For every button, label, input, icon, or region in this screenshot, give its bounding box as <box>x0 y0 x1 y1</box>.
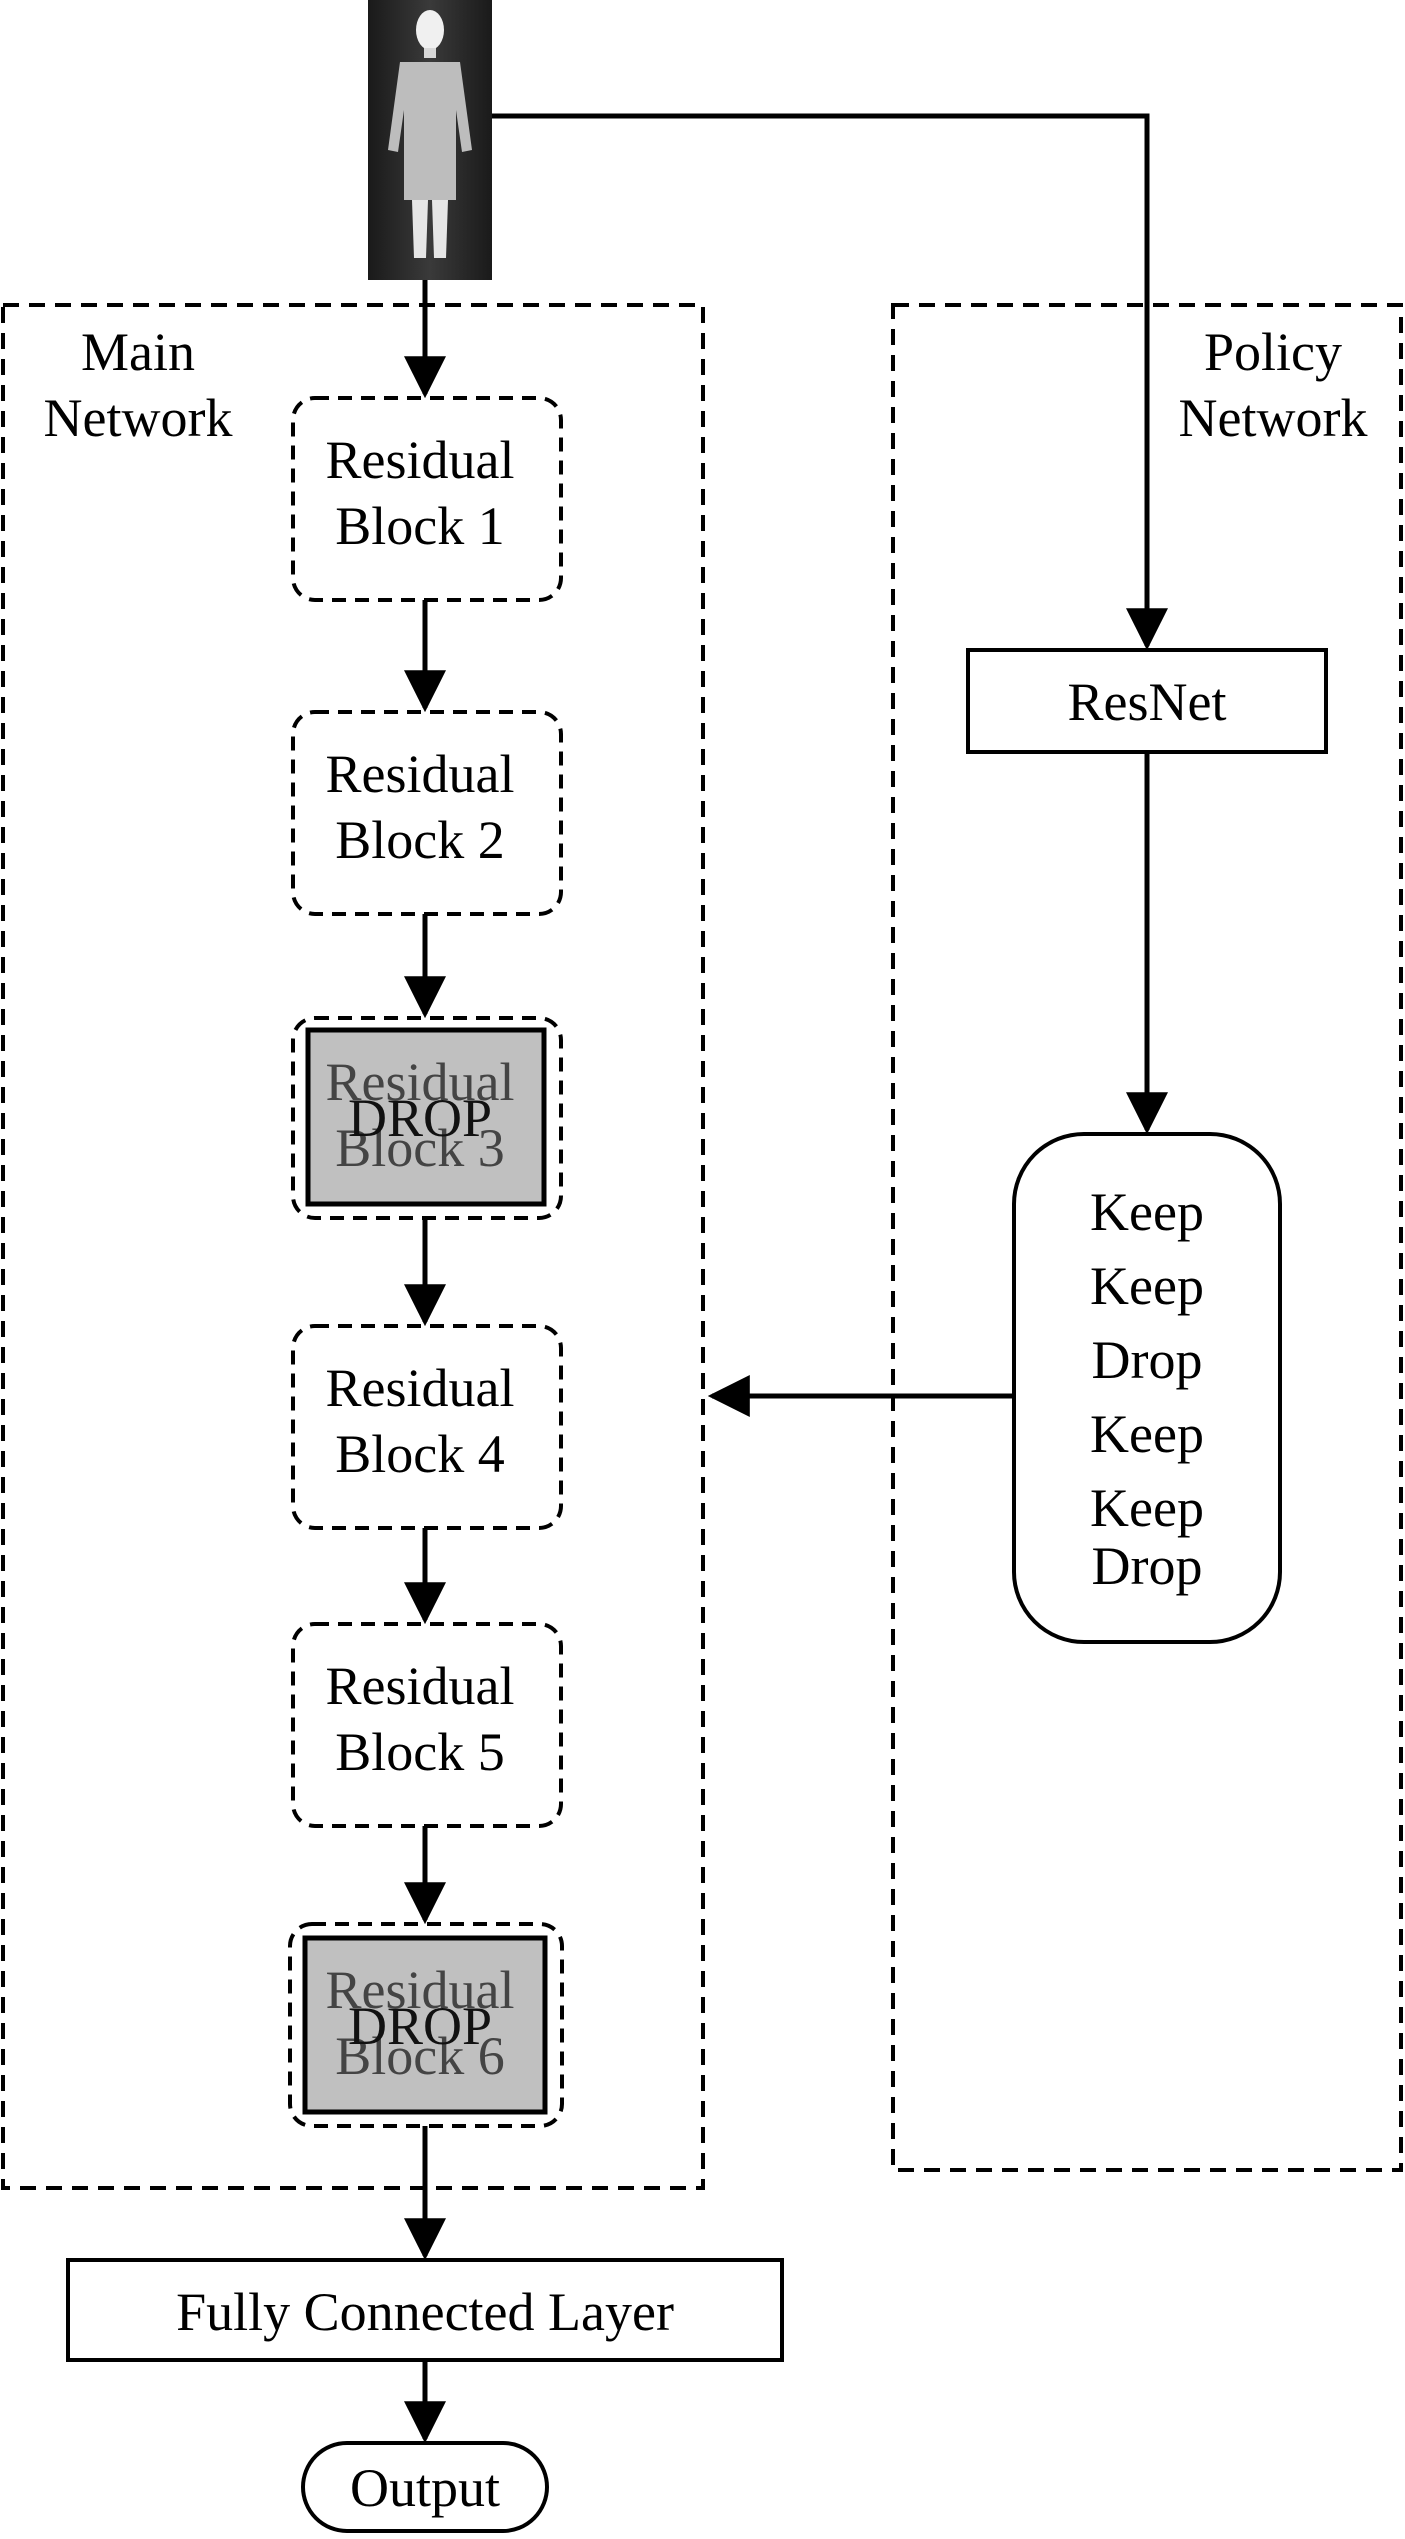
residual-block-5-line2: Block 5 <box>335 1722 505 1782</box>
policy-resnet-box: ResNet <box>966 648 1328 754</box>
main-network-container <box>1 303 705 2190</box>
fully-connected-layer: Fully Connected Layer <box>66 2258 784 2362</box>
input-image <box>368 0 492 280</box>
decision-1: Keep <box>1090 1182 1204 1242</box>
residual-block-5-line1: Residual <box>326 1656 515 1716</box>
decision-4: Keep <box>1090 1404 1204 1464</box>
residual-block-2-line2: Block 2 <box>335 810 505 870</box>
output-label: Output <box>350 2458 500 2518</box>
arrow-input-to-resnet <box>492 113 1168 651</box>
residual-block-4: Residual Block 4 <box>291 1324 563 1530</box>
policy-network-title-line2: Network <box>1179 388 1368 448</box>
residual-block-1-line1: Residual <box>326 430 515 490</box>
residual-block-5: Residual Block 5 <box>291 1622 563 1828</box>
output-node: Output <box>301 2441 549 2533</box>
residual-block-6-line2: Block 6 <box>335 2026 505 2086</box>
residual-block-3-dropped: Residual Block 3 DROP <box>291 1016 563 1220</box>
policy-resnet-label: ResNet <box>1068 672 1227 732</box>
main-network-title-line1: Main <box>81 322 195 382</box>
decision-3: Drop <box>1092 1330 1203 1390</box>
residual-block-6-drop-label: DROP <box>348 1996 492 2056</box>
residual-block-1: Residual Block 1 <box>291 396 563 602</box>
residual-block-1-line2: Block 1 <box>335 496 505 556</box>
policy-decisions-box: Keep Keep Drop Keep Keep Drop <box>1012 1132 1282 1644</box>
policy-network-container <box>891 303 1403 2172</box>
residual-block-3-drop-label: DROP <box>348 1088 492 1148</box>
residual-block-2: Residual Block 2 <box>291 710 563 916</box>
fully-connected-layer-label: Fully Connected Layer <box>176 2282 674 2342</box>
person-thermal-silhouette-icon <box>388 10 472 258</box>
policy-network-title-line1: Policy <box>1204 322 1342 382</box>
decision-6: Drop <box>1092 1536 1203 1596</box>
decision-5: Keep <box>1090 1478 1204 1538</box>
residual-block-3-line2: Block 3 <box>335 1118 505 1178</box>
residual-block-2-line1: Residual <box>326 744 515 804</box>
residual-block-3-line1: Residual <box>326 1052 515 1112</box>
policy-arrows <box>492 113 1168 1417</box>
main-network-title-line2: Network <box>44 388 233 448</box>
residual-block-4-line2: Block 4 <box>335 1424 505 1484</box>
residual-block-6-line1: Residual <box>326 1960 515 2020</box>
residual-block-4-line1: Residual <box>326 1358 515 1418</box>
residual-block-6-dropped: Residual Block 6 DROP <box>288 1922 564 2128</box>
decision-2: Keep <box>1090 1256 1204 1316</box>
